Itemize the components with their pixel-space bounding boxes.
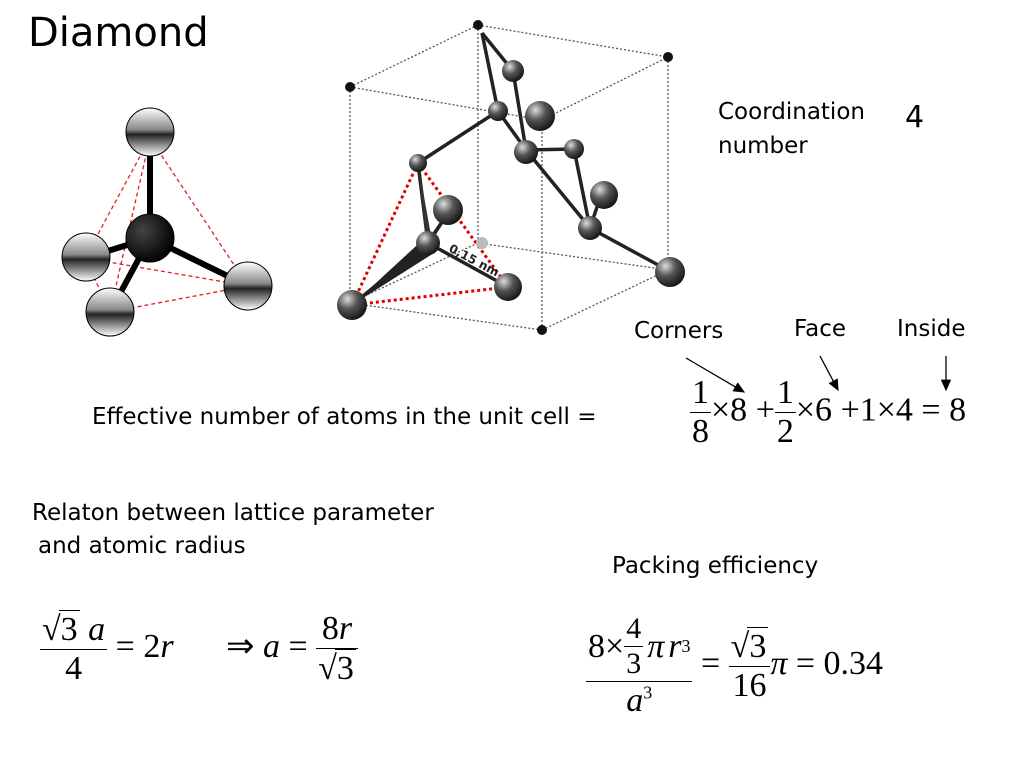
- corner-denominator: 8: [692, 413, 709, 450]
- effective-result: 8: [949, 391, 967, 429]
- unit-cell-diagram: 0,15 nm: [337, 20, 685, 335]
- sqrt-three: 3: [58, 610, 80, 648]
- packing-a: a: [626, 682, 644, 719]
- face-denominator: 2: [776, 413, 794, 450]
- atom-left: [61, 232, 111, 282]
- atom: [409, 154, 427, 172]
- radius-r-2: r: [338, 610, 353, 647]
- packing-a-cube: 3: [643, 682, 653, 703]
- relation-result-equation: ⇒ a = 8r √3: [226, 610, 358, 688]
- lattice-a-2: a: [263, 627, 280, 665]
- corner-numerator: 1: [692, 374, 709, 411]
- atom: [564, 139, 584, 159]
- atom: [416, 231, 440, 255]
- atom-top: [125, 107, 175, 157]
- inside-label: Inside: [897, 316, 966, 342]
- face-plus: +: [755, 391, 775, 429]
- atom: [525, 101, 555, 131]
- effective-equals: =: [921, 391, 941, 429]
- packing-result: = 0.34: [795, 644, 884, 682]
- atom: [502, 60, 524, 82]
- packing-pi: π: [647, 627, 665, 665]
- packing-equals: =: [700, 644, 721, 682]
- inside-term: +1×4: [840, 391, 913, 429]
- cube-edges: [349, 24, 669, 331]
- atom: [590, 181, 618, 209]
- corners-label: Corners: [634, 318, 724, 344]
- relation-rhs: = 2: [115, 627, 161, 665]
- face-mult: ×6: [795, 391, 833, 429]
- relation-equals-2: =: [288, 627, 308, 665]
- atom: [514, 140, 538, 164]
- hidden-atom: [476, 237, 488, 249]
- atom: [655, 257, 685, 287]
- bond-cone: [352, 235, 434, 305]
- atom-bottom: [85, 287, 135, 337]
- atom: [494, 273, 522, 301]
- corner-atom: [537, 325, 547, 335]
- red-triangle: [350, 162, 510, 307]
- packing-sqrt-three: 3: [747, 627, 769, 665]
- lattice-a: a: [88, 611, 106, 648]
- eight: 8: [321, 610, 339, 647]
- packing-three: 3: [626, 647, 642, 680]
- face-label: Face: [794, 316, 847, 342]
- corner-mult: ×8: [711, 391, 748, 429]
- atom-right: [223, 261, 273, 311]
- corner-atom: [663, 52, 673, 62]
- packing-four: 4: [626, 612, 642, 645]
- radius-r: r: [160, 627, 174, 665]
- page-title: Diamond: [28, 10, 209, 56]
- face-numerator: 1: [776, 374, 794, 411]
- packing-sixteen: 16: [732, 667, 767, 704]
- atom: [488, 101, 508, 121]
- atom: [578, 216, 602, 240]
- packing-label: Packing efficiency: [612, 553, 819, 579]
- effective-label: Effective number of atoms in the unit ce…: [92, 404, 597, 430]
- coordination-label: Coordination number: [718, 99, 865, 159]
- relation-equation: √3 a 4 = 2r: [40, 610, 174, 687]
- bond-cone-2: [418, 163, 432, 241]
- relation-denominator: 4: [65, 650, 83, 687]
- packing-pi-2: π: [770, 644, 788, 682]
- coordination-value: 4: [905, 100, 925, 135]
- packing-r: r: [668, 627, 682, 665]
- packing-r-cube: 3: [681, 636, 691, 656]
- face-arrow: [819, 355, 839, 392]
- corners-arrow: [685, 357, 746, 393]
- packing-eight-times: 8×: [588, 627, 625, 665]
- relation-label-1: Relaton between lattice parameter: [32, 500, 434, 526]
- implies-symbol: ⇒: [226, 627, 255, 665]
- atom: [433, 195, 463, 225]
- atom-center: [125, 213, 175, 263]
- sqrt-three-2: 3: [334, 649, 356, 687]
- corner-atom: [345, 82, 355, 92]
- tetrahedron-diagram: [61, 107, 273, 337]
- relation-label-2: and atomic radius: [38, 533, 246, 559]
- atom: [337, 290, 367, 320]
- corner-atom: [473, 20, 483, 30]
